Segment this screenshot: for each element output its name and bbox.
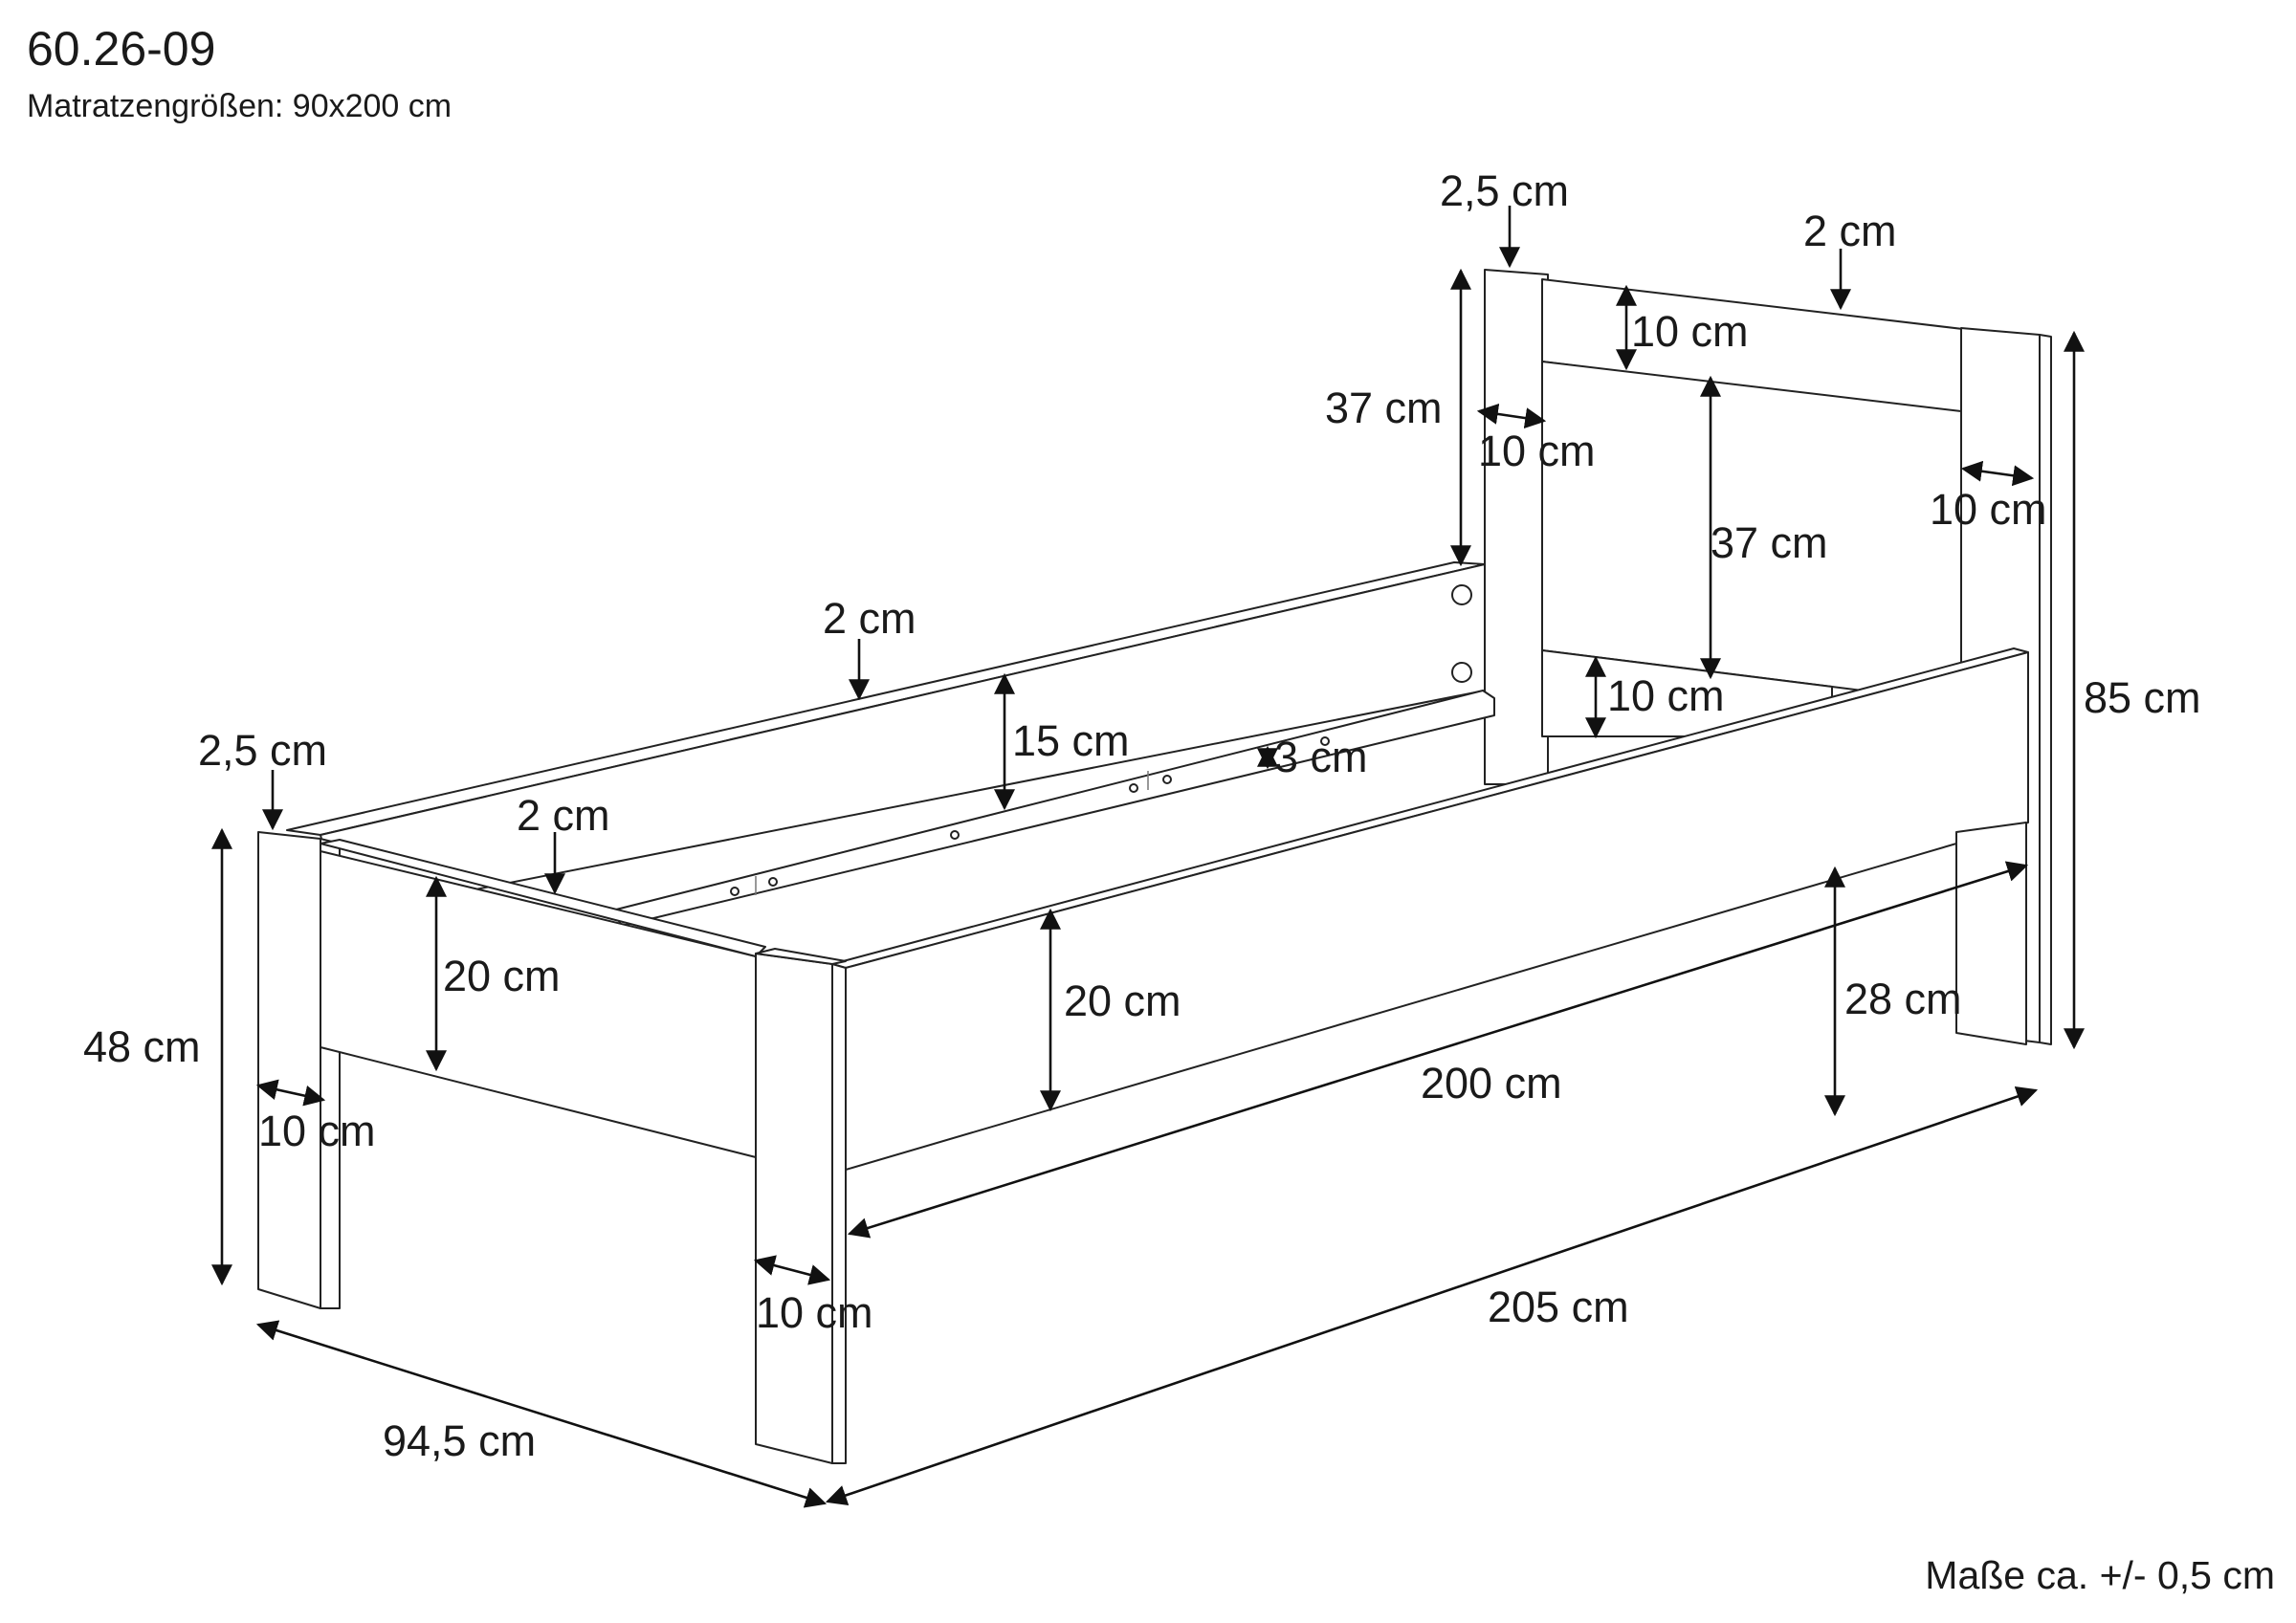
screw-2 — [768, 877, 778, 887]
dim-outer-width — [255, 1320, 828, 1508]
label-back-rail-thickness: 2 cm — [823, 594, 916, 643]
label-hb-post-above-rail: 37 cm — [1325, 384, 1443, 432]
dim-foot-left-post — [255, 1079, 326, 1107]
label-hb-post-thickness: 2,5 cm — [1440, 166, 1569, 215]
foot-right-post — [755, 953, 833, 1464]
screw-5 — [1162, 775, 1172, 784]
label-outer-width: 94,5 cm — [383, 1416, 536, 1465]
screw-1 — [730, 887, 740, 896]
bolt-top — [1451, 584, 1472, 605]
label-hb-bottom-rail: 10 cm — [1607, 671, 1725, 720]
label-slat-rail: 3 cm — [1274, 733, 1368, 781]
label-side-rail-height: 20 cm — [1064, 976, 1181, 1025]
screw-6 — [1320, 736, 1330, 746]
mattress-size: Matratzengrößen: 90x200 cm — [27, 88, 453, 124]
label-foot-post-thickness: 2,5 cm — [198, 726, 327, 775]
label-hb-panel-height: 37 cm — [1711, 518, 1828, 567]
dim-outer-length — [825, 1086, 2039, 1506]
label-back-rail-height: 15 cm — [1012, 716, 1130, 765]
label-total-height: 85 cm — [2084, 673, 2201, 722]
label-foot-panel-height: 20 cm — [443, 952, 561, 1000]
label-outer-length: 205 cm — [1488, 1283, 1629, 1331]
model-number: 60.26-09 — [27, 22, 216, 76]
screw-4 — [1129, 783, 1138, 793]
label-inner-length: 200 cm — [1421, 1059, 1562, 1108]
label-foot-height: 48 cm — [83, 1022, 201, 1071]
label-foot-left-post: 10 cm — [258, 1107, 376, 1155]
headboard-right-post-side — [2039, 334, 2052, 1045]
bolt-bottom — [1451, 662, 1472, 683]
label-foot-panel-thickness: 2 cm — [517, 791, 610, 840]
foot-right-post-side — [831, 963, 847, 1464]
label-hb-left-post: 10 cm — [1478, 427, 1596, 475]
foot-right-post-top — [755, 948, 847, 965]
label-hb-right-post: 10 cm — [1930, 485, 2047, 534]
label-hb-top-rail: 10 cm — [1631, 307, 1749, 356]
label-under-rail-clearance: 28 cm — [1844, 975, 1962, 1023]
foot-panel-top — [320, 839, 766, 957]
foot-left-post — [257, 831, 321, 1309]
tolerance-note: Maße ca. +/- 0,5 cm — [1925, 1553, 2275, 1597]
back-leg-visible — [1955, 822, 2027, 1045]
dimension-labels: 2,5 cm 2 cm 10 cm 10 cm 10 cm 37 cm 37 c… — [83, 166, 2201, 1465]
dim-hb-right-post — [1960, 460, 2035, 487]
label-hb-panel-thickness: 2 cm — [1803, 207, 1897, 255]
dimension-lines — [211, 206, 2085, 1508]
dim-hb-left-post — [1476, 403, 1547, 429]
label-foot-right-post: 10 cm — [756, 1288, 873, 1337]
dim-foot-right-post — [753, 1255, 831, 1285]
screw-3 — [950, 830, 960, 840]
